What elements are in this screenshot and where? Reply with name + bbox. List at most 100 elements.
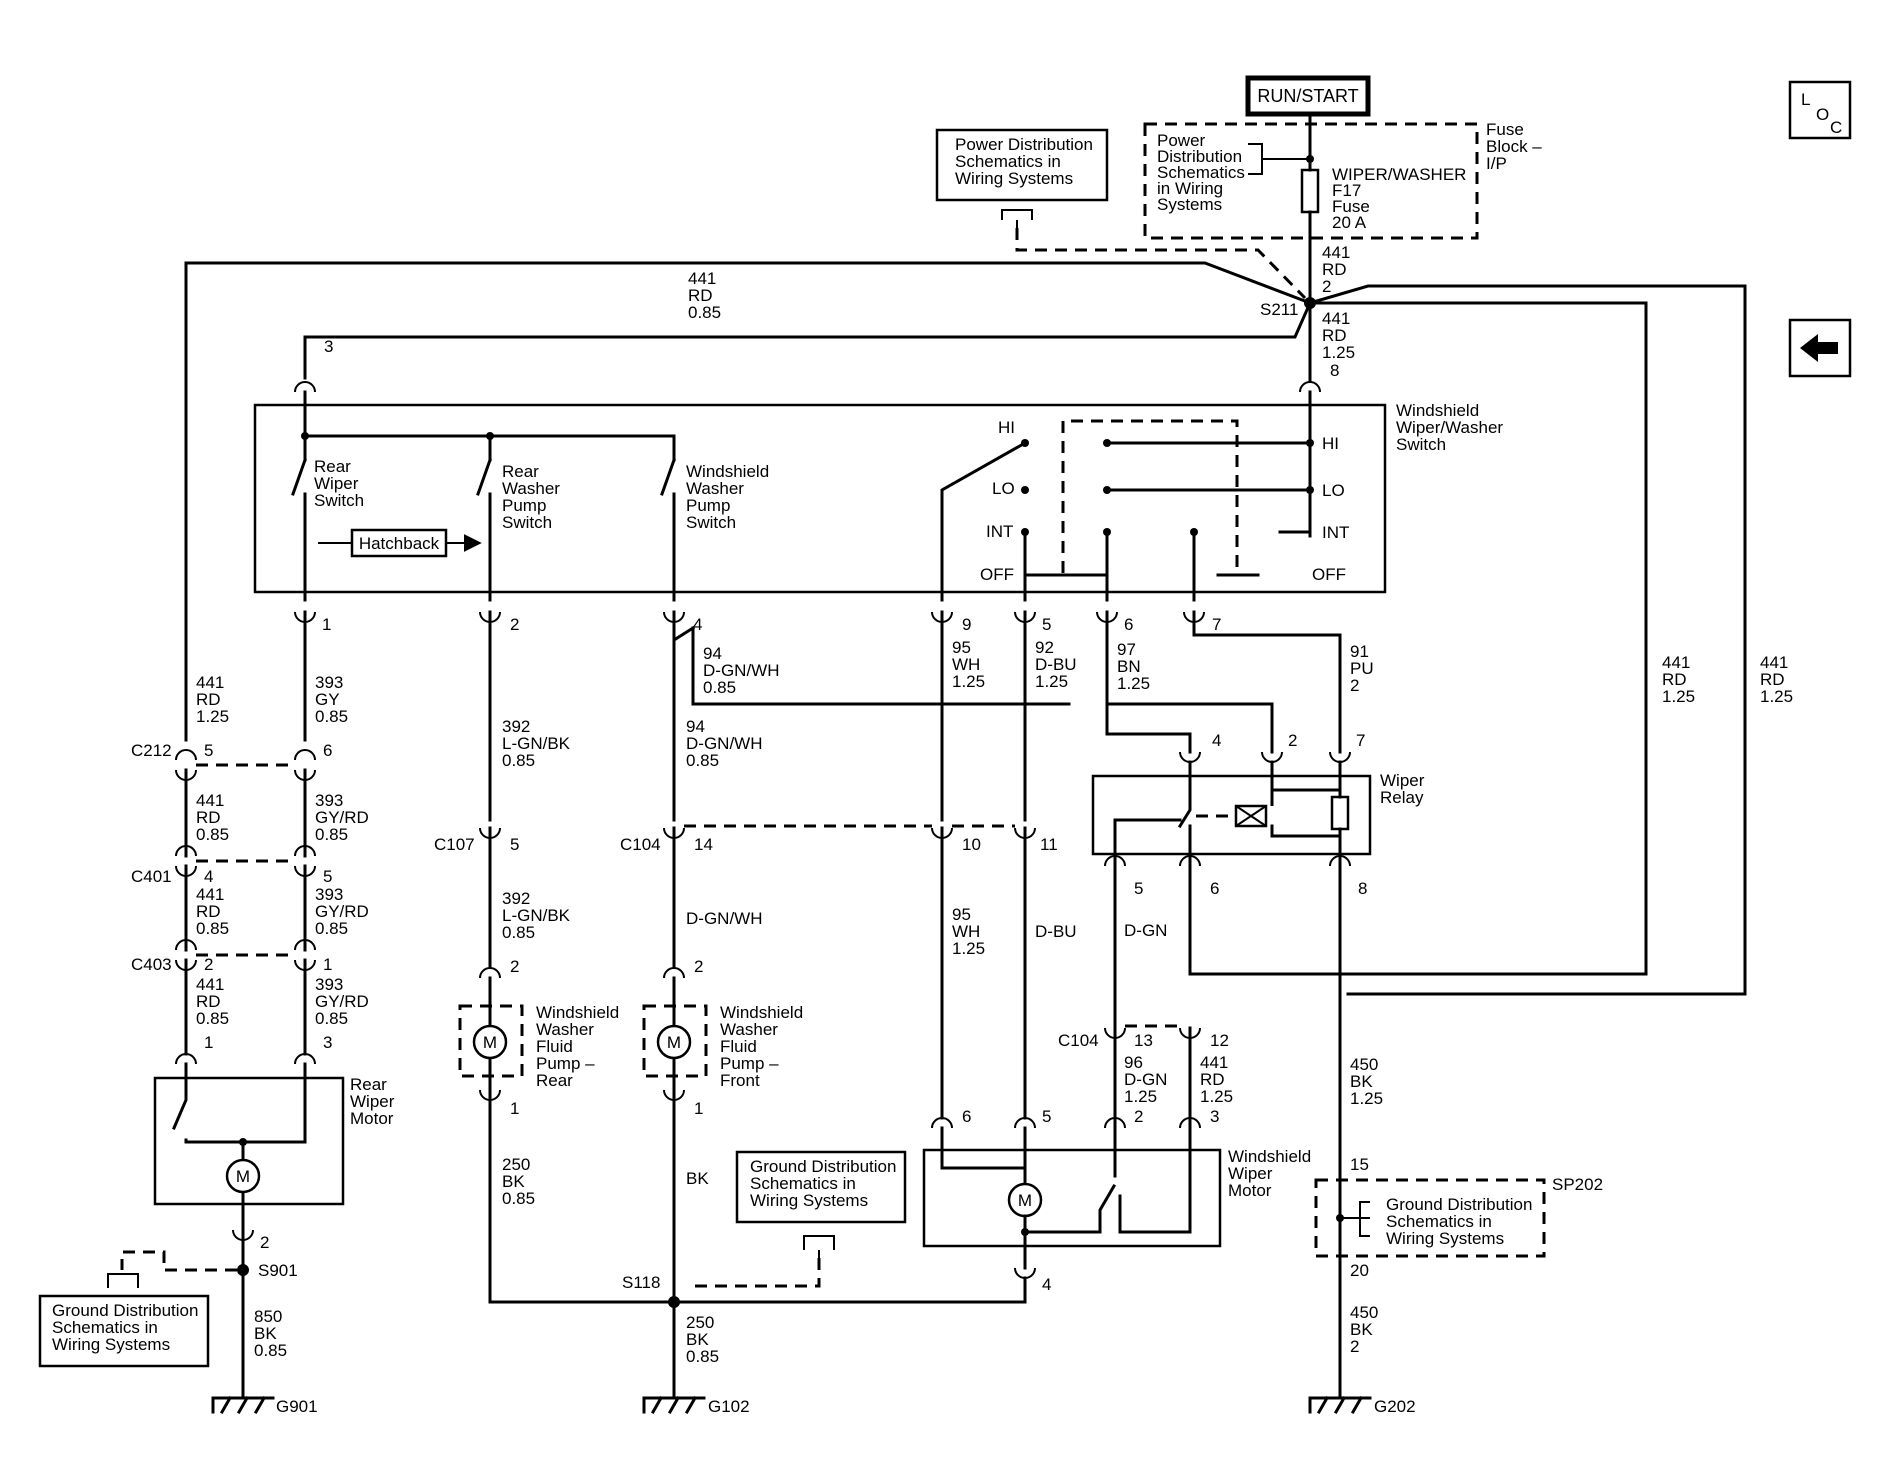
motor-icon bbox=[656, 1024, 692, 1060]
svg-text:0.85: 0.85 bbox=[502, 1189, 535, 1208]
loc-letter: O bbox=[1816, 105, 1829, 124]
svg-text:2: 2 bbox=[694, 957, 703, 976]
svg-text:Switch: Switch bbox=[314, 491, 364, 510]
svg-text:450: 450 bbox=[1350, 1055, 1378, 1074]
svg-text:441: 441 bbox=[1760, 653, 1788, 672]
svg-text:Rear: Rear bbox=[314, 457, 351, 476]
svg-text:393: 393 bbox=[315, 885, 343, 904]
svg-text:0.85: 0.85 bbox=[703, 678, 736, 697]
svg-text:C107: C107 bbox=[434, 835, 475, 854]
svg-text:441: 441 bbox=[196, 975, 224, 994]
loc-letter: L bbox=[1801, 90, 1810, 109]
svg-text:1: 1 bbox=[204, 1033, 213, 1052]
svg-text:5: 5 bbox=[1042, 1107, 1051, 1126]
svg-text:Fuse: Fuse bbox=[1332, 197, 1370, 216]
svg-text:8: 8 bbox=[1330, 361, 1339, 380]
fuse-block-ip: Fuse Block – I/P Power Distribution Sche… bbox=[1143, 120, 1542, 240]
svg-text:Switch: Switch bbox=[686, 513, 736, 532]
svg-text:0.85: 0.85 bbox=[315, 707, 348, 726]
svg-text:INT: INT bbox=[986, 522, 1013, 541]
svg-text:C104: C104 bbox=[620, 835, 661, 854]
svg-text:1.25: 1.25 bbox=[196, 707, 229, 726]
svg-text:3: 3 bbox=[324, 337, 333, 356]
svg-text:C403: C403 bbox=[131, 955, 172, 974]
svg-text:Rear: Rear bbox=[536, 1071, 573, 1090]
svg-text:0.85: 0.85 bbox=[502, 751, 535, 770]
svg-text:0.85: 0.85 bbox=[502, 923, 535, 942]
svg-text:441: 441 bbox=[196, 673, 224, 692]
svg-text:4: 4 bbox=[1042, 1275, 1051, 1294]
svg-text:1: 1 bbox=[510, 1099, 519, 1118]
svg-text:0.85: 0.85 bbox=[315, 1009, 348, 1028]
svg-text:Wiper: Wiper bbox=[350, 1092, 395, 1111]
svg-text:Ground Distribution: Ground Distribution bbox=[750, 1157, 896, 1176]
svg-text:S211: S211 bbox=[1260, 300, 1298, 319]
svg-text:1.25: 1.25 bbox=[1662, 687, 1695, 706]
svg-text:Schematics in: Schematics in bbox=[955, 152, 1061, 171]
ground-distribution-ref-mid: Ground Distribution Schematics in Wiring… bbox=[735, 1150, 907, 1224]
svg-text:12: 12 bbox=[1210, 1031, 1229, 1050]
svg-text:C104: C104 bbox=[1058, 1031, 1099, 1050]
svg-text:441: 441 bbox=[1662, 653, 1690, 672]
svg-text:GY/RD: GY/RD bbox=[315, 992, 369, 1011]
svg-text:D-GN/WH: D-GN/WH bbox=[686, 909, 762, 928]
svg-text:S901: S901 bbox=[258, 1261, 298, 1280]
svg-text:Schematics in: Schematics in bbox=[52, 1318, 158, 1337]
svg-text:96: 96 bbox=[1124, 1053, 1143, 1072]
svg-text:PU: PU bbox=[1350, 659, 1374, 678]
svg-text:Washer: Washer bbox=[686, 479, 744, 498]
connector-c104: C104 14 10 11 bbox=[620, 824, 1058, 854]
svg-text:0.85: 0.85 bbox=[196, 1009, 229, 1028]
svg-text:RD: RD bbox=[1760, 670, 1785, 689]
svg-text:M: M bbox=[1018, 1191, 1032, 1210]
svg-text:Windshield: Windshield bbox=[720, 1003, 803, 1022]
svg-text:SP202: SP202 bbox=[1552, 1175, 1603, 1194]
svg-text:RD: RD bbox=[1322, 260, 1347, 279]
svg-text:RD: RD bbox=[196, 808, 221, 827]
svg-text:Wiper/Washer: Wiper/Washer bbox=[1396, 418, 1503, 437]
svg-text:0.85: 0.85 bbox=[315, 825, 348, 844]
svg-text:1.25: 1.25 bbox=[952, 672, 985, 691]
back-button[interactable] bbox=[1788, 318, 1852, 378]
svg-text:393: 393 bbox=[315, 673, 343, 692]
washer-pump-front: 2 1 M Windshield Washer Fluid Pump – Fro… bbox=[642, 957, 803, 1118]
svg-text:7: 7 bbox=[1212, 615, 1221, 634]
svg-text:RUN/START: RUN/START bbox=[1257, 86, 1358, 106]
svg-text:6: 6 bbox=[1124, 615, 1133, 634]
svg-text:1: 1 bbox=[322, 615, 331, 634]
svg-text:95: 95 bbox=[952, 638, 971, 657]
svg-text:BK: BK bbox=[502, 1172, 525, 1191]
svg-text:10: 10 bbox=[962, 835, 981, 854]
svg-text:OFF: OFF bbox=[1312, 565, 1346, 584]
svg-text:in Wiring: in Wiring bbox=[1157, 179, 1223, 198]
svg-text:Ground Distribution: Ground Distribution bbox=[1386, 1195, 1532, 1214]
svg-text:Hatchback: Hatchback bbox=[359, 534, 440, 553]
svg-text:Pump –: Pump – bbox=[536, 1054, 595, 1073]
svg-text:Windshield: Windshield bbox=[1228, 1147, 1311, 1166]
svg-text:91: 91 bbox=[1350, 642, 1369, 661]
svg-text:Fluid: Fluid bbox=[720, 1037, 757, 1056]
power-distribution-ref: Power Distribution Schematics in Wiring … bbox=[935, 128, 1109, 202]
svg-text:441: 441 bbox=[196, 885, 224, 904]
svg-text:1.25: 1.25 bbox=[952, 939, 985, 958]
pin-8 bbox=[1299, 381, 1321, 393]
svg-text:Wiper: Wiper bbox=[1380, 771, 1425, 790]
splice-s118 bbox=[668, 1296, 680, 1308]
svg-text:GY: GY bbox=[315, 690, 340, 709]
svg-text:97: 97 bbox=[1117, 640, 1136, 659]
loc-button[interactable]: L O C bbox=[1788, 80, 1852, 140]
svg-text:441: 441 bbox=[688, 269, 716, 288]
svg-text:6: 6 bbox=[962, 1107, 971, 1126]
svg-text:RD: RD bbox=[196, 992, 221, 1011]
svg-text:Wiper: Wiper bbox=[314, 474, 359, 493]
svg-text:2: 2 bbox=[1322, 277, 1331, 296]
svg-text:G901: G901 bbox=[276, 1397, 318, 1416]
svg-text:2: 2 bbox=[510, 615, 519, 634]
rear-wiper-motor: 1 3 Rear Wiper Motor M 2 bbox=[153, 1033, 395, 1252]
svg-text:Distribution: Distribution bbox=[1157, 147, 1242, 166]
svg-text:850: 850 bbox=[254, 1307, 282, 1326]
svg-text:Pump: Pump bbox=[686, 496, 730, 515]
svg-text:2: 2 bbox=[1288, 731, 1297, 750]
hatchback-box: Hatchback bbox=[318, 530, 480, 556]
